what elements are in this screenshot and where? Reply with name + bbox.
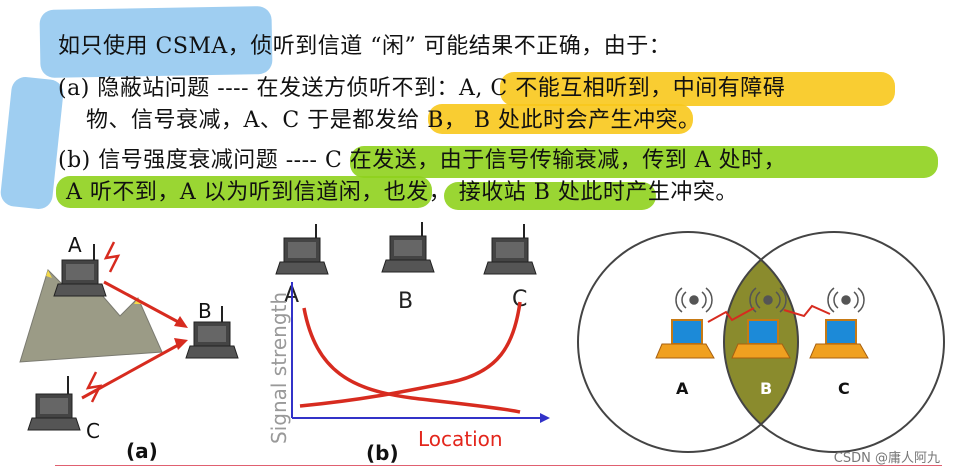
- fig-b-xlabel: Location: [418, 427, 503, 451]
- antenna-b-icon: [749, 287, 787, 313]
- signal-curve-c: [299, 301, 522, 408]
- laptop-c-icon: [483, 224, 537, 275]
- fig-b-ylabel: Signal strength: [267, 292, 291, 444]
- intro-line: 如只使用 CSMA，侦听到信道 “闲” 可能结果不正确，由于：: [58, 34, 672, 59]
- watermark: CSDN @庸人阿九: [833, 451, 940, 466]
- yellow-highlight-2: [428, 104, 693, 134]
- laptop-c-icon: [27, 376, 81, 431]
- green-highlight-2: [56, 176, 432, 208]
- fig-a-label-b: B: [198, 299, 212, 323]
- laptop-a-icon: [655, 319, 715, 359]
- fig-a-label-a: A: [68, 233, 82, 257]
- arrow-a-to-b: [103, 280, 183, 326]
- green-highlight-3: [444, 182, 656, 210]
- fig-c-label-b: B: [760, 379, 772, 398]
- arrow-c-to-b: [81, 342, 181, 400]
- signal-zigzag-a-icon: [707, 307, 755, 323]
- fig-a-label-c: C: [86, 419, 100, 443]
- antenna-c-icon: [827, 287, 865, 313]
- laptop-b-icon: [381, 222, 435, 273]
- signal-bolt-c-icon: [85, 371, 103, 403]
- laptop-b-icon: [731, 319, 791, 359]
- fading-line-2: A 听不到，A 以为听到信道闲，也发， 接收站 B 处此时产生冲突。: [66, 180, 738, 205]
- fig-c-label-c: C: [838, 379, 850, 398]
- hidden-station-line: (a) 隐蔽站问题 ---- 在发送方侦听不到：A, C 不能互相听到，中间有障…: [58, 76, 786, 101]
- fig-c-label-a: A: [676, 379, 689, 398]
- green-highlight: [350, 146, 938, 178]
- figure-a-hidden-terminal: A B C (a): [10, 226, 250, 468]
- fading-line: (b) 信号强度衰减问题 ---- C 在发送，由于信号传输衰减，传到 A 处时…: [58, 148, 787, 173]
- fig-b-caption: (b): [366, 441, 399, 465]
- laptop-c-icon: [809, 319, 869, 359]
- antenna-a-icon: [675, 287, 713, 313]
- fig-b-label-c: C: [512, 287, 527, 312]
- bottom-border: [55, 465, 942, 474]
- range-circle-a: [577, 231, 799, 453]
- range-circle-c: [723, 231, 945, 453]
- hidden-station-line-2: 物、信号衰减，A、C 于是都发给 B， B 处此时会产生冲突。: [86, 108, 701, 133]
- fig-b-label-b: B: [398, 289, 413, 314]
- figure-c-overlapping-ranges: A B C: [576, 226, 948, 464]
- laptop-a-icon: [275, 224, 329, 275]
- blue-highlight-left: [0, 75, 65, 211]
- fig-a-caption: (a): [126, 439, 158, 463]
- signal-curve-a: [302, 307, 521, 414]
- figure-b-signal-strength: A B C Signal strength Location (b): [262, 222, 560, 468]
- laptop-b-icon: [185, 306, 239, 359]
- laptop-a-icon: [53, 244, 107, 297]
- signal-bolt-a-icon: [103, 241, 121, 273]
- overlap-region: [724, 232, 798, 452]
- signal-zigzag-c-icon: [783, 304, 831, 318]
- yellow-highlight: [500, 72, 895, 106]
